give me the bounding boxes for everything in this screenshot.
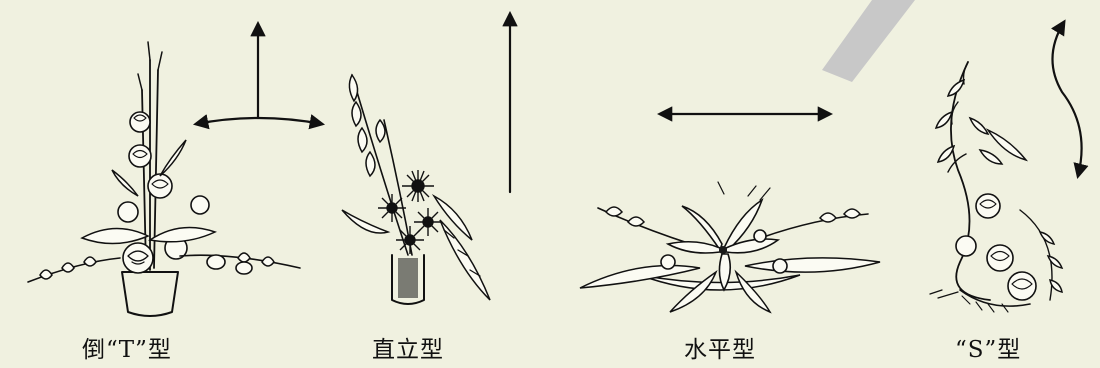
s-shape-arrangement: [929, 61, 1064, 313]
caption-horizontal: 水平型: [684, 337, 756, 363]
vertical-arrangement: [341, 73, 491, 305]
caption-s-shape: “S”型: [955, 337, 1022, 363]
t-arrow-icon: [192, 20, 326, 130]
watermark-stroke: [822, 0, 915, 82]
s-curve-arrow-icon: [1051, 19, 1089, 179]
caption-inverted-t: 倒“T”型: [82, 337, 172, 363]
inverted-t-arrangement: [27, 41, 301, 317]
caption-vertical: 直立型: [372, 337, 444, 363]
horizontal-arrangement: [579, 181, 881, 314]
